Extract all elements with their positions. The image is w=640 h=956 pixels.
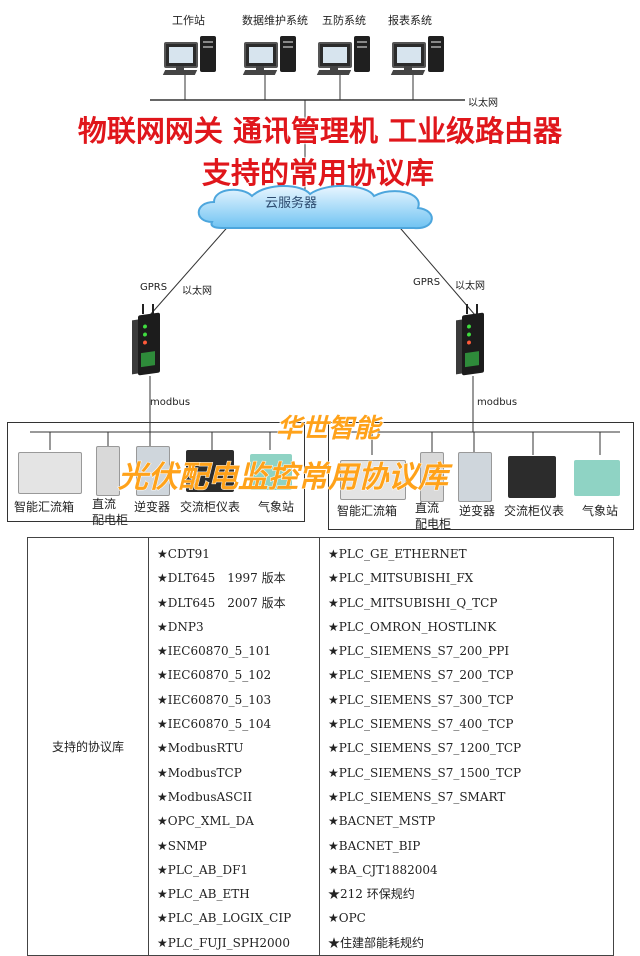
workstation-label-4: 报表系统 — [388, 14, 432, 27]
device-label-left-5: 气象站 — [258, 500, 295, 514]
device-label-left-2: 直流 配电柜 — [92, 497, 129, 527]
protocol-item: ★DLT645 2007 版本 — [157, 595, 286, 610]
protocol-item: ★212 环保规约 — [328, 887, 415, 902]
protocol-item: ★OPC — [328, 911, 366, 926]
modbus-label-left: modbus — [150, 397, 191, 408]
protocol-item: ★SNMP — [157, 838, 207, 853]
workstation-label-2: 数据维护系统 — [242, 14, 308, 27]
page-subtitle: 支持的常用协议库 — [201, 156, 434, 191]
ethernet-label-left: 以太网 — [182, 286, 212, 297]
protocol-item: ★PLC_OMRON_HOSTLINK — [328, 619, 497, 634]
device-label-right-1: 智能汇流箱 — [337, 504, 398, 518]
cloud-icon — [197, 184, 433, 230]
device-label-right-5: 气象站 — [582, 504, 619, 518]
protocol-item: ★PLC_SIEMENS_S7_400_TCP — [328, 717, 514, 732]
ethernet-label-top: 以太网 — [468, 98, 498, 109]
protocol-item: ★PLC_SIEMENS_S7_1500_TCP — [328, 765, 522, 780]
gprs-label-left: GPRS — [140, 282, 168, 293]
cloud-server-label: 云服务器 — [265, 196, 318, 211]
combiner-box-icon — [18, 452, 82, 494]
gprs-label-right: GPRS — [413, 277, 441, 288]
weather-station-icon — [250, 454, 292, 490]
protocol-item: ★PLC_AB_LOGIX_CIP — [157, 911, 292, 926]
protocol-item: ★PLC_SIEMENS_S7_SMART — [328, 789, 506, 804]
device-label-left-3: 逆变器 — [134, 500, 171, 514]
ethernet-label-right: 以太网 — [455, 281, 485, 292]
protocol-item: ★住建部能耗规约 — [328, 935, 425, 950]
device-label-right-3: 逆变器 — [459, 504, 496, 518]
protocol-item: ★BA_CJT1882004 — [328, 862, 438, 877]
dc-cabinet-icon — [420, 452, 444, 502]
protocol-item: ★BACNET_BIP — [328, 838, 421, 853]
protocol-item: ★ModbusASCII — [157, 789, 253, 804]
protocol-item: ★PLC_SIEMENS_S7_300_TCP — [328, 692, 514, 707]
protocol-item: ★PLC_GE_ETHERNET — [328, 547, 467, 561]
ac-meter-icon — [186, 450, 234, 492]
protocol-item: ★IEC60870_5_104 — [157, 717, 272, 732]
protocol-item: ★BACNET_MSTP — [328, 814, 436, 829]
protocol-item: ★OPC_XML_DA — [157, 814, 254, 829]
weather-station-icon — [574, 460, 620, 496]
device-group-right — [328, 422, 634, 530]
protocol-item: ★PLC_MITSUBISHI_FX — [328, 571, 474, 586]
protocol-item: ★PLC_AB_ETH — [157, 887, 250, 902]
device-label-right-4: 交流柜仪表 — [504, 504, 565, 518]
brand-title: 华世智能 — [275, 414, 381, 445]
protocol-item: ★PLC_SIEMENS_S7_200_TCP — [328, 668, 514, 683]
protocol-item: ★CDT91 — [157, 547, 210, 561]
protocol-column-1: ★CDT91 ★DLT645 1997 版本 ★DLT645 2007 版本 ★… — [148, 536, 320, 956]
protocol-table-label: 支持的协议库 — [27, 536, 149, 956]
device-label-left-4: 交流柜仪表 — [180, 500, 241, 514]
inverter-icon — [458, 452, 492, 502]
protocol-item: ★DLT645 1997 版本 — [157, 571, 286, 586]
workstation-label-3: 五防系统 — [322, 14, 366, 27]
page-title: 物联网网关 通讯管理机 工业级路由器 — [77, 114, 563, 149]
device-label-right-2: 直流 配电柜 — [415, 501, 452, 531]
device-group-left — [7, 422, 305, 522]
workstation-label-1: 工作站 — [172, 14, 205, 27]
protocol-item: ★PLC_MITSUBISHI_Q_TCP — [328, 595, 498, 610]
protocol-item: ★IEC60870_5_103 — [157, 692, 272, 707]
protocol-item: ★ModbusTCP — [157, 765, 242, 780]
modbus-label-right: modbus — [477, 397, 518, 408]
device-label-left-1: 智能汇流箱 — [14, 500, 75, 514]
pv-protocol-title: 光伏配电监控常用协议库 — [118, 460, 449, 496]
protocol-item: ★DNP3 — [157, 619, 204, 634]
protocol-item: ★ModbusRTU — [157, 741, 244, 756]
protocol-item: ★PLC_FUJI_SPH2000 — [157, 935, 290, 950]
protocol-item: ★IEC60870_5_102 — [157, 668, 272, 683]
protocol-item: ★PLC_AB_DF1 — [157, 862, 249, 877]
combiner-box-icon — [340, 460, 406, 500]
inverter-icon — [136, 446, 170, 496]
protocol-item: ★IEC60870_5_101 — [157, 644, 272, 659]
protocol-item: ★PLC_SIEMENS_S7_200_PPI — [328, 644, 510, 659]
protocol-column-2: ★PLC_GE_ETHERNET ★PLC_MITSUBISHI_FX ★PLC… — [319, 536, 614, 956]
protocol-table: 支持的协议库 ★CDT91 ★DLT645 1997 版本 ★DLT645 20… — [27, 536, 614, 956]
dc-cabinet-icon — [96, 446, 120, 496]
ac-meter-icon — [508, 456, 556, 498]
protocol-item: ★PLC_SIEMENS_S7_1200_TCP — [328, 741, 522, 756]
